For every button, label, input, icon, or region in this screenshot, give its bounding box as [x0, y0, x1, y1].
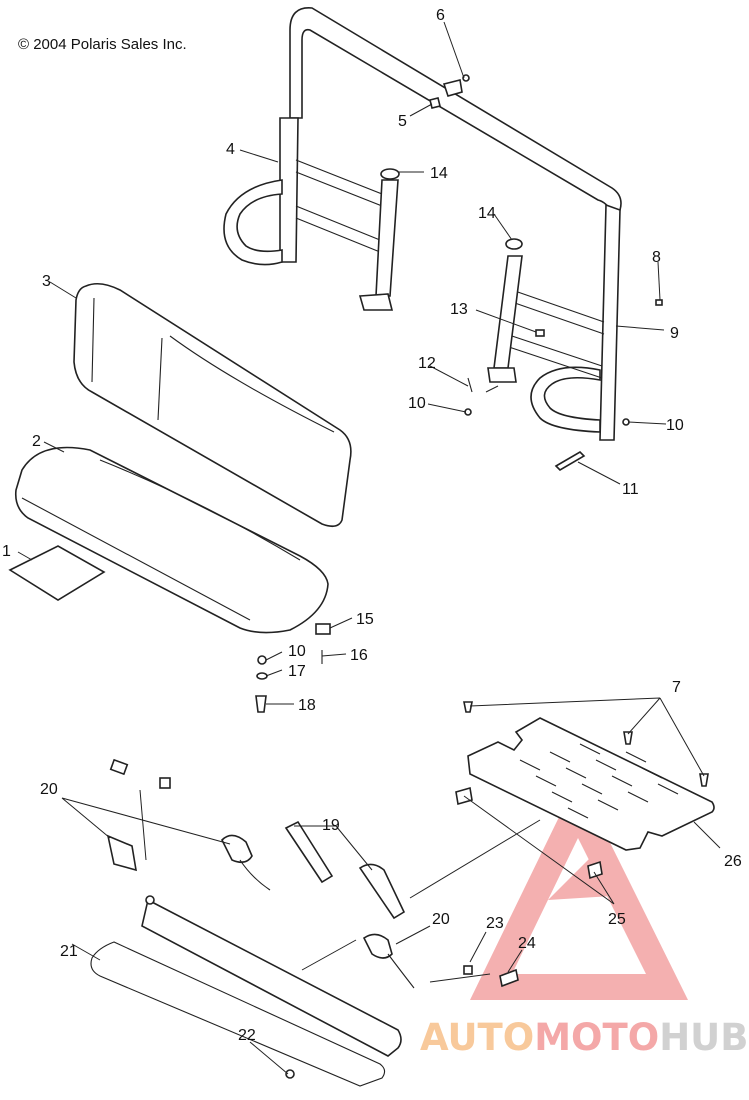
callout-15: 15	[356, 611, 374, 628]
clip-25b	[587, 860, 603, 880]
callout-4: 4	[226, 141, 235, 158]
callout-10a: 10	[408, 395, 426, 412]
callout-9: 9	[670, 325, 679, 342]
seat-back-cushion	[73, 282, 352, 528]
callout-14a: 14	[430, 165, 448, 182]
callout-25: 25	[608, 911, 626, 928]
seat-base	[90, 895, 402, 1087]
callout-labels: 1 2 3 4 5 6 7 8 9 10 10 10 11 12 13 14 1…	[2, 7, 742, 1044]
callout-16: 16	[350, 647, 368, 664]
callout-23: 23	[486, 915, 504, 932]
screw-7a	[463, 701, 473, 713]
callout-8: 8	[652, 249, 661, 266]
bolt-18	[255, 695, 267, 713]
bolt-13	[535, 329, 545, 337]
nut-6	[462, 74, 470, 82]
callout-24: 24	[518, 935, 536, 952]
callout-5: 5	[398, 113, 407, 130]
callout-14b: 14	[478, 205, 496, 222]
callout-20a: 20	[40, 781, 58, 798]
callout-1: 1	[2, 543, 11, 560]
watermark-triangle	[470, 778, 688, 1000]
callout-22: 22	[238, 1027, 256, 1044]
bolt-11	[554, 450, 586, 472]
screw-7c	[699, 773, 709, 787]
floor-panel	[467, 717, 715, 851]
callout-19: 19	[322, 817, 340, 834]
nut-23	[463, 965, 473, 975]
cap-14b	[505, 238, 523, 250]
callout-3: 3	[42, 273, 51, 290]
leader-lines	[17, 21, 721, 1075]
pad-1	[8, 545, 106, 601]
copyright-notice: © 2004 Polaris Sales Inc.	[18, 36, 187, 53]
callout-18: 18	[298, 697, 316, 714]
watermark-logo: AUTOMOTOHUB	[420, 778, 748, 1059]
nut-8	[655, 299, 663, 306]
seat-belt-parts	[106, 758, 415, 989]
callout-10b: 10	[666, 417, 684, 434]
cap-14a	[380, 168, 400, 180]
callout-11: 11	[622, 481, 639, 498]
nut-10c	[257, 655, 267, 665]
bolt-5	[429, 97, 441, 109]
bracket-24	[499, 968, 519, 988]
callout-2: 2	[32, 433, 41, 450]
callout-13: 13	[450, 301, 468, 318]
callout-17: 17	[288, 663, 306, 680]
clip-15	[315, 623, 331, 635]
clamp-5	[442, 79, 463, 97]
pin-12	[467, 377, 473, 393]
washer-17	[256, 672, 268, 680]
callout-6: 6	[436, 7, 445, 24]
seat-back-frame	[223, 7, 622, 441]
callout-10c: 10	[288, 643, 306, 660]
callout-20b: 20	[432, 911, 450, 928]
callout-26: 26	[724, 853, 742, 870]
callout-12: 12	[418, 355, 436, 372]
seat-bottom-cushion	[14, 446, 329, 634]
watermark-text: AUTOMOTOHUB	[420, 1016, 748, 1059]
callout-21: 21	[60, 943, 78, 960]
callout-7: 7	[672, 679, 681, 696]
